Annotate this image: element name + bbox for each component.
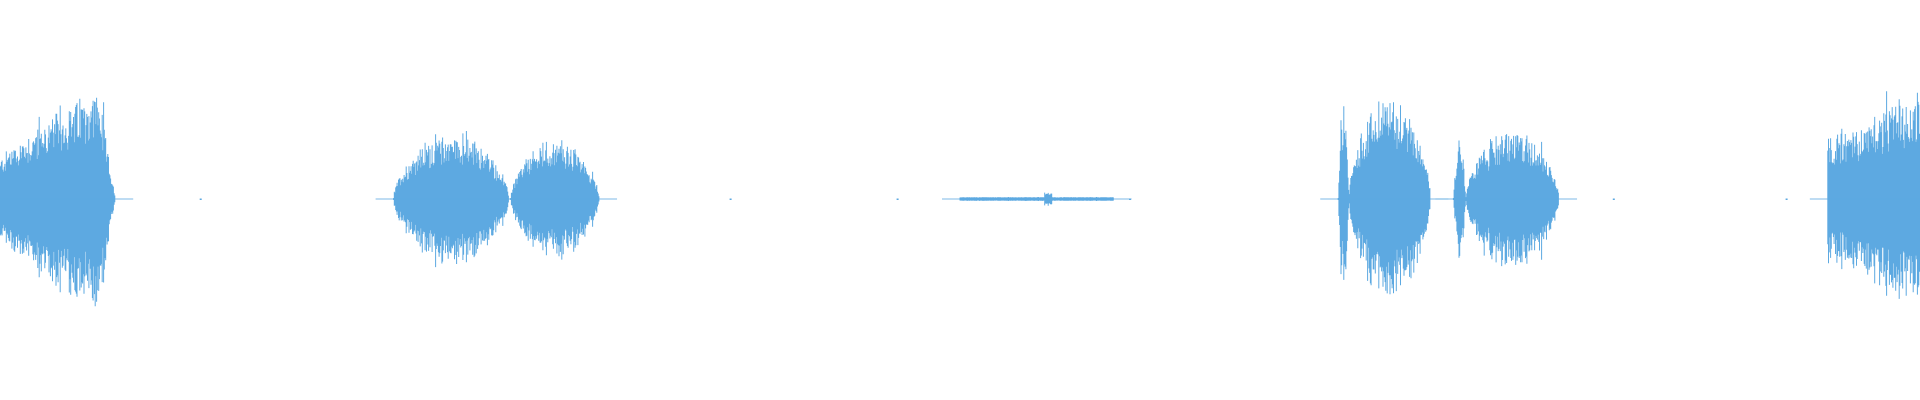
waveform-segment-1-samples bbox=[0, 97, 116, 307]
waveform-segment-7-samples bbox=[1827, 91, 1920, 299]
waveform-segment-5-samples bbox=[1337, 101, 1431, 295]
waveform-segment-3 bbox=[492, 140, 618, 260]
waveform-noise-dot bbox=[199, 198, 202, 200]
waveform-segment-5 bbox=[1320, 101, 1449, 295]
waveform-noise-dot bbox=[1785, 198, 1788, 200]
waveform-segment-1 bbox=[0, 97, 134, 307]
waveform-noise-dot bbox=[1129, 198, 1131, 200]
waveform-noise-dot bbox=[1612, 198, 1615, 200]
waveform-noise-dot bbox=[729, 198, 732, 200]
waveform-segment-3-samples bbox=[510, 140, 600, 260]
waveform-noise-dot bbox=[896, 198, 899, 200]
waveform-segment-7 bbox=[1809, 91, 1920, 299]
waveform-segment-6 bbox=[1435, 134, 1578, 267]
waveform-segment-4 bbox=[942, 192, 1132, 206]
waveform-segment-6-samples bbox=[1452, 134, 1559, 267]
